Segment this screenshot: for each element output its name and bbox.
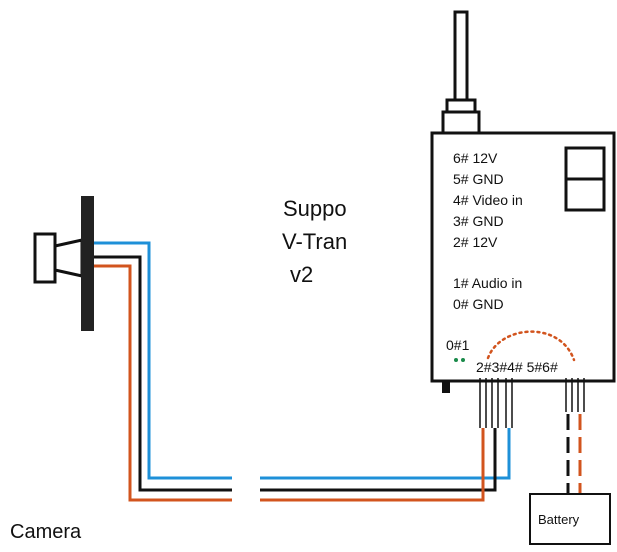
title-line-1: Suppo xyxy=(283,196,347,221)
pin-label-0: 0# GND xyxy=(453,296,504,312)
connector-label-right: 2#3#4# 5#6# xyxy=(476,359,558,375)
title-line-2: V-Tran xyxy=(282,229,347,254)
pin-label-6: 6# 12V xyxy=(453,150,498,166)
camera-wires-left xyxy=(94,241,232,502)
camera-wires-right xyxy=(260,428,511,502)
led-dot-right xyxy=(461,358,465,362)
pin-label-3: 3# GND xyxy=(453,213,504,229)
pin-label-4: 4# Video in xyxy=(453,192,523,208)
battery-label: Battery xyxy=(538,512,580,527)
antenna xyxy=(441,10,481,136)
pin-leads xyxy=(479,378,585,428)
camera-label: Camera xyxy=(10,521,82,543)
battery-box xyxy=(529,493,611,545)
camera xyxy=(33,196,94,331)
battery-wires xyxy=(566,414,582,494)
pin-label-1: 1# Audio in xyxy=(453,275,522,291)
led-dot-left xyxy=(454,358,458,362)
connector-label-left: 0#1 xyxy=(446,337,470,353)
transmitter-box xyxy=(430,131,616,393)
pin-label-5: 5# GND xyxy=(453,171,504,187)
title-line-3: v2 xyxy=(290,262,313,287)
pin-label-2: 2# 12V xyxy=(453,234,498,250)
jumper-arc xyxy=(486,330,576,362)
